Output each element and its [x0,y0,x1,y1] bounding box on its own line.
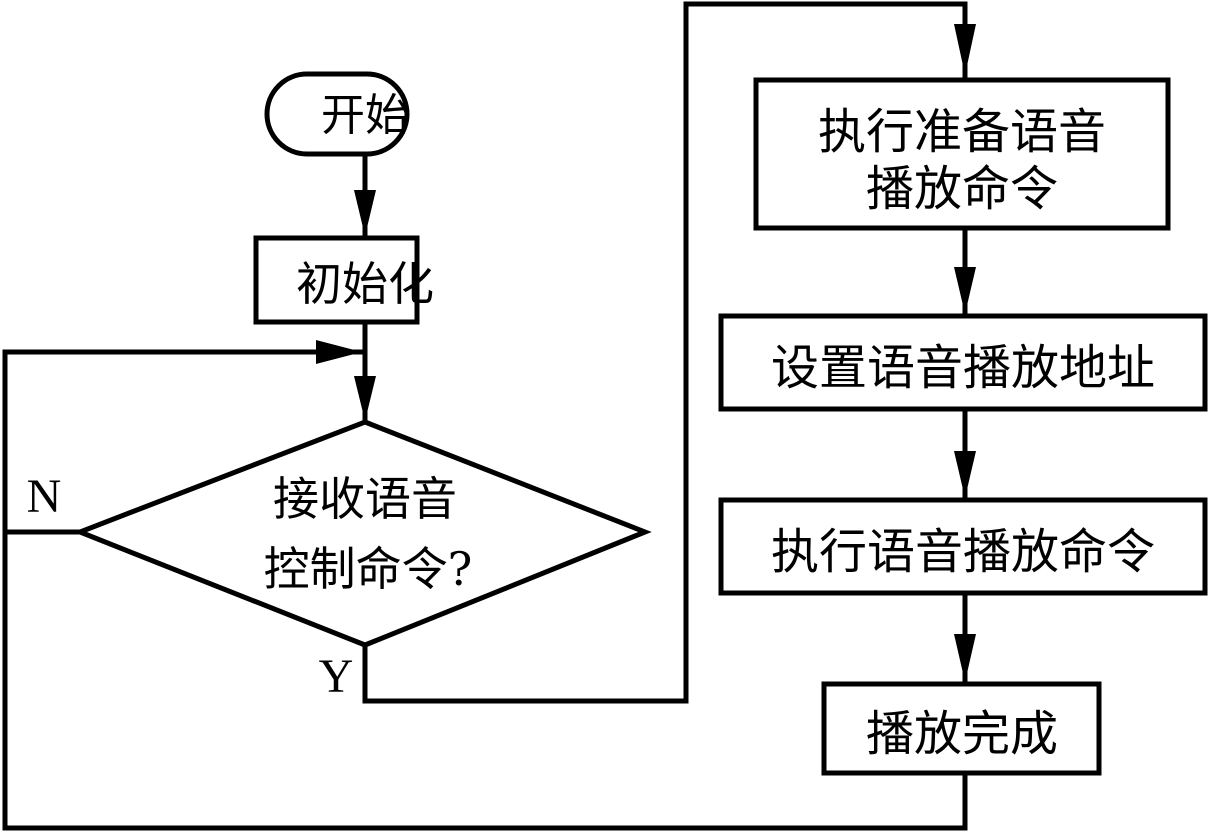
node-decision: 接收语音 控制命令? [73,419,652,648]
edge-done-return [2,529,968,831]
arrowhead-icon [316,340,362,364]
init-label: 初始化 [296,257,434,311]
arrowhead-icon [954,451,976,498]
branch-label-yes: Y [319,650,354,703]
decision-label-line1: 接收语音 [273,472,457,526]
edge-yes-to-prepare [362,1,968,704]
edge-no-loop [2,349,363,535]
node-execute: 执行语音播放命令 [718,497,1208,596]
node-set-address: 设置语音播放地址 [718,313,1208,412]
arrowhead-icon [954,267,976,314]
prepare-label-line2: 播放命令 [866,161,1058,217]
branch-label-no: N [27,470,62,523]
set-address-label: 设置语音播放地址 [771,340,1155,396]
node-init: 初始化 [253,235,434,325]
decision-label-line2: 控制命令? [264,542,473,596]
node-start: 开始 [264,71,410,157]
execute-label: 执行语音播放命令 [771,524,1155,580]
arrowhead-icon [954,634,976,682]
node-done: 播放完成 [821,681,1102,776]
arrowhead-icon [354,376,376,421]
arrowhead-icon [354,190,376,236]
done-label: 播放完成 [866,706,1058,762]
start-label: 开始 [321,90,409,141]
node-prepare: 执行准备语音 播放命令 [753,77,1171,231]
arrowhead-icon [954,24,976,75]
prepare-label-line1: 执行准备语音 [818,104,1106,160]
